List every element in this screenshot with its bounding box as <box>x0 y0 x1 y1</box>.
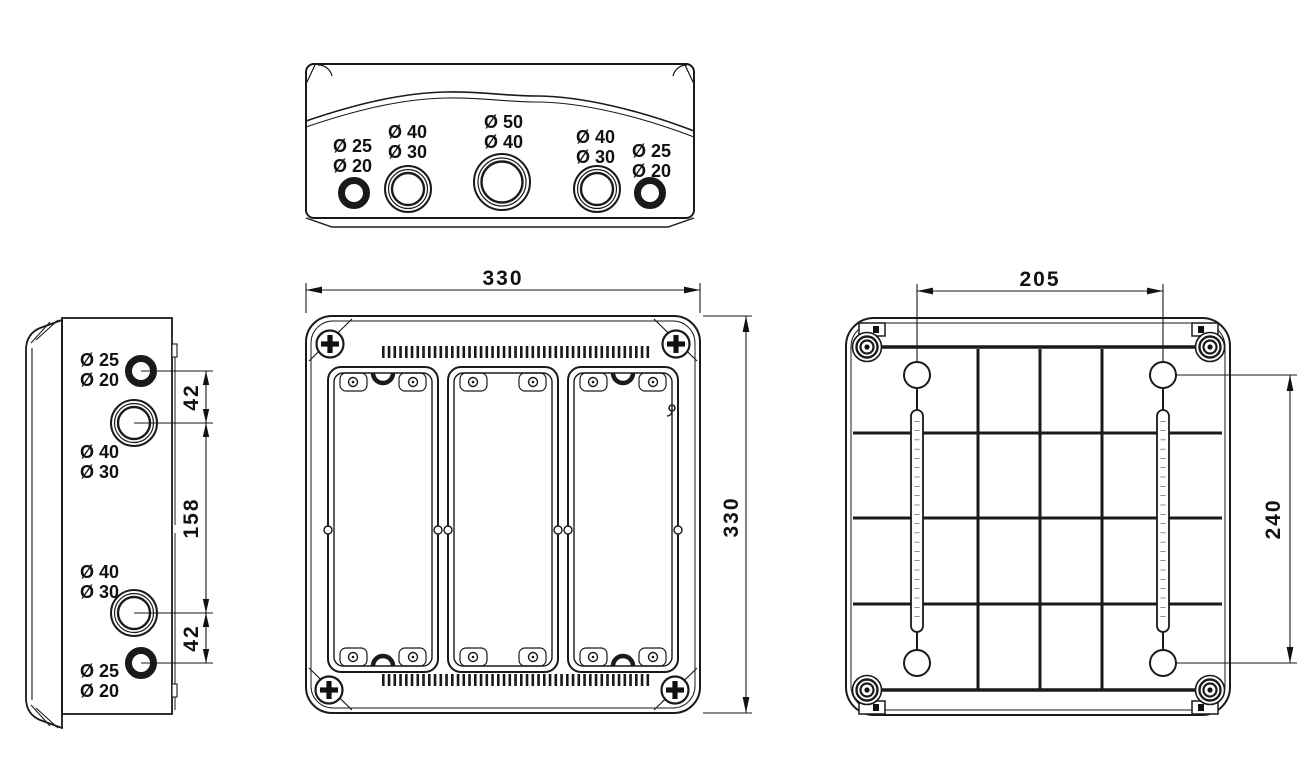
wire-arc-top <box>610 372 636 386</box>
module-opening-3 <box>563 366 683 673</box>
side-view: Ø 25 Ø 20 Ø 40 Ø 30 Ø 40 Ø 30 Ø 25 Ø 20 … <box>25 317 213 730</box>
dimension-158: 158 <box>180 497 203 538</box>
front-view-outline <box>305 315 701 714</box>
hole-diameter-label: Ø 40 <box>576 127 615 147</box>
dimension-42-top: 42 <box>180 383 203 410</box>
hole-diameter-label: Ø 20 <box>632 161 671 181</box>
dimension-240: 240 <box>1262 498 1285 539</box>
lid-seam-curve-upper <box>305 91 695 132</box>
dimension-leader-lines <box>134 370 213 664</box>
hole-diameter-label: Ø 40 <box>80 442 119 462</box>
hole-diameter-label: Ø 20 <box>80 370 119 390</box>
lid-screw-top-left <box>315 329 345 359</box>
hole-diameter-label: Ø 20 <box>333 156 372 176</box>
extension-lines-height <box>703 315 752 714</box>
mounting-hole-bottom-right <box>1149 649 1177 677</box>
lid-screw-top-right <box>661 329 691 359</box>
back-view: 205 240 <box>845 268 1297 716</box>
mounting-hole-bottom-left <box>903 649 931 677</box>
hole-diameter-label: Ø 30 <box>80 582 119 602</box>
side-notch <box>553 525 563 535</box>
side-notch <box>673 525 683 535</box>
hole-diameter-label: Ø 25 <box>632 141 671 161</box>
hole-diameter-label: Ø 20 <box>80 681 119 701</box>
top-view-corner-chamfer-right <box>684 64 695 85</box>
cable-entry-hole-25-20-left <box>338 177 370 209</box>
module-opening-2 <box>443 366 563 673</box>
hole-diameter-label: Ø 25 <box>80 350 119 370</box>
front-view-dimensions: 330 330 <box>305 267 752 714</box>
lid-screw-bottom-left <box>314 675 344 705</box>
latch-tick-bottom <box>171 683 178 698</box>
rib-bars <box>867 345 1210 692</box>
side-view-lid-outline <box>25 318 63 730</box>
corner-screw-top-right <box>1194 331 1226 363</box>
top-view-outline <box>305 63 695 219</box>
corner-screw-top-left <box>851 331 883 363</box>
extension-lines-240 <box>1176 374 1297 664</box>
lid-chamfer-lines-top <box>30 319 59 344</box>
front-view: 330 330 <box>305 267 752 714</box>
hole-diameter-label: Ø 25 <box>80 661 119 681</box>
dimension-330-width: 330 <box>482 267 523 290</box>
side-notch <box>443 525 453 535</box>
hole-diameter-label: Ø 40 <box>484 132 523 152</box>
wire-arc-bottom <box>610 653 636 667</box>
top-view-bottom-edge <box>305 217 695 228</box>
top-view-corner-chamfer-left <box>305 64 316 85</box>
side-notch <box>323 525 333 535</box>
latch-tick-top <box>171 343 178 358</box>
side-view-body-outline <box>61 317 173 715</box>
cable-entry-hole-40-30-left <box>384 165 432 213</box>
hole-diameter-label: Ø 25 <box>333 136 372 156</box>
mounting-hole-top-left <box>903 361 931 389</box>
back-view-outline <box>845 317 1231 716</box>
corner-screw-bottom-left <box>851 674 883 706</box>
top-view-corner-boss-right <box>672 64 688 77</box>
lid-chamfer-lines-bottom <box>30 704 59 729</box>
wire-arc-top <box>370 372 396 386</box>
dimension-330-height: 330 <box>720 496 743 537</box>
hole-diameter-label: Ø 30 <box>388 142 427 162</box>
cable-entry-hole-40-30-right <box>573 165 621 213</box>
cable-entry-hole-25-20-right <box>634 177 666 209</box>
extension-lines-205 <box>916 284 1164 363</box>
side-notch <box>433 525 443 535</box>
side-notch <box>563 525 573 535</box>
lid-screw-bottom-right <box>660 675 690 705</box>
back-view-dimensions: 205 240 <box>917 268 1297 664</box>
hole-diameter-label: Ø 40 <box>388 122 427 142</box>
front-view-inner-outline <box>310 320 696 709</box>
wire-arc-bottom <box>370 653 396 667</box>
latch-detail-tail <box>666 410 673 417</box>
mounting-hole-top-right <box>1149 361 1177 389</box>
hole-diameter-label: Ø 50 <box>484 112 523 132</box>
cable-entry-hole-50-40-center <box>473 153 531 211</box>
dimension-205: 205 <box>1019 268 1060 291</box>
lid-seam-curve-lower <box>305 97 695 138</box>
back-view-inner-outline <box>850 322 1226 711</box>
keyhole-slot-right <box>1149 361 1177 677</box>
module-opening-1 <box>323 366 443 673</box>
dimension-42-bottom: 42 <box>180 624 203 651</box>
keyhole-slot-left <box>903 361 931 677</box>
top-view-corner-boss-left <box>317 64 333 77</box>
hole-diameter-label: Ø 30 <box>576 147 615 167</box>
top-view: Ø 25 Ø 20 Ø 40 Ø 30 Ø 50 Ø 40 Ø 40 Ø 30 … <box>305 63 695 228</box>
hole-diameter-label: Ø 30 <box>80 462 119 482</box>
side-view-dimensions: 42 158 42 <box>134 370 213 664</box>
corner-screw-bottom-right <box>1194 674 1226 706</box>
hole-diameter-label: Ø 40 <box>80 562 119 582</box>
extension-lines-width <box>305 283 701 313</box>
